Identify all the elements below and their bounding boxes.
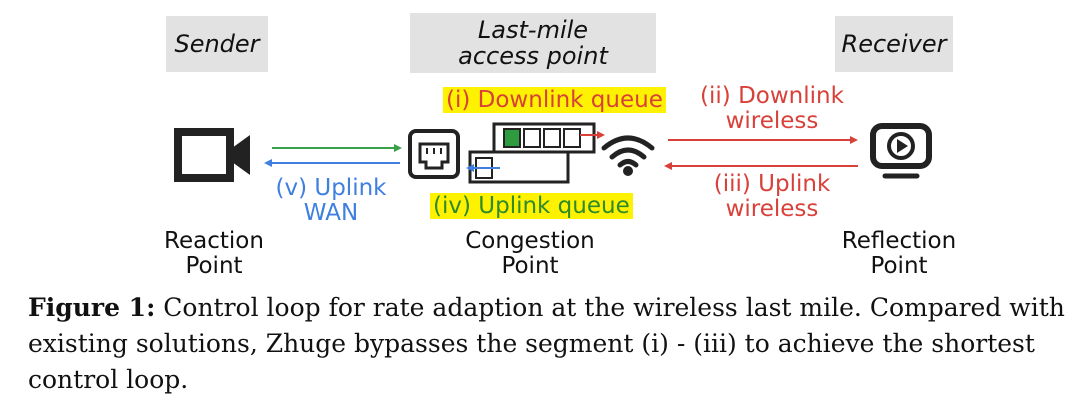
uplink-wan-line1: (v) Uplink <box>275 175 387 201</box>
downlink-wireless-line2: wireless <box>725 108 819 134</box>
congestion-point-line2: Point <box>501 253 559 279</box>
reaction-point-line2: Point <box>185 253 243 279</box>
uplink-wan-label: (v) Uplink WAN <box>266 176 396 226</box>
uplink-wireless-line2: wireless <box>725 196 819 222</box>
access-point-header: Last-mile access point <box>410 13 656 73</box>
figure-label: Figure 1: <box>28 293 156 322</box>
ethernet-port-icon <box>408 129 460 179</box>
reflection-point-line1: Reflection <box>841 228 957 254</box>
uplink-wan-line2: WAN <box>303 200 359 226</box>
uplink-queue-text: (iv) Uplink queue <box>430 193 633 219</box>
congestion-point-line1: Congestion <box>465 228 595 254</box>
access-point-header-line1: Last-mile <box>477 16 589 44</box>
receiver-header-label: Receiver <box>841 30 947 58</box>
congestion-point-label: Congestion Point <box>450 229 610 279</box>
video-camera-icon <box>174 128 250 182</box>
downlink-wireless-label: (ii) Downlink wireless <box>680 84 864 134</box>
reaction-point-label: Reaction Point <box>150 229 278 279</box>
sender-header: Sender <box>166 16 268 72</box>
reflection-point-line2: Point <box>870 253 928 279</box>
uplink-wireless-line1: (iii) Uplink <box>713 171 831 197</box>
uplink-wireless-label: (iii) Uplink wireless <box>680 172 864 222</box>
downlink-queue <box>492 122 596 154</box>
downlink-queue-text: (i) Downlink queue <box>443 87 666 113</box>
wifi-icon <box>601 135 655 176</box>
figure-caption-text: Control loop for rate adaption at the wi… <box>28 293 1065 394</box>
uplink-queue-label: (iv) Uplink queue <box>430 193 633 219</box>
downlink-queue-label: (i) Downlink queue <box>443 87 666 113</box>
access-point-header-line2: access point <box>458 42 608 70</box>
figure-caption: Figure 1: Control loop for rate adaption… <box>28 290 1068 398</box>
play-screen-icon <box>870 123 932 179</box>
downlink-wireless-line1: (ii) Downlink <box>700 83 844 109</box>
sender-header-label: Sender <box>174 30 260 58</box>
reflection-point-label: Reflection Point <box>824 229 974 279</box>
reaction-point-line1: Reaction <box>164 228 264 254</box>
receiver-header: Receiver <box>835 16 953 72</box>
